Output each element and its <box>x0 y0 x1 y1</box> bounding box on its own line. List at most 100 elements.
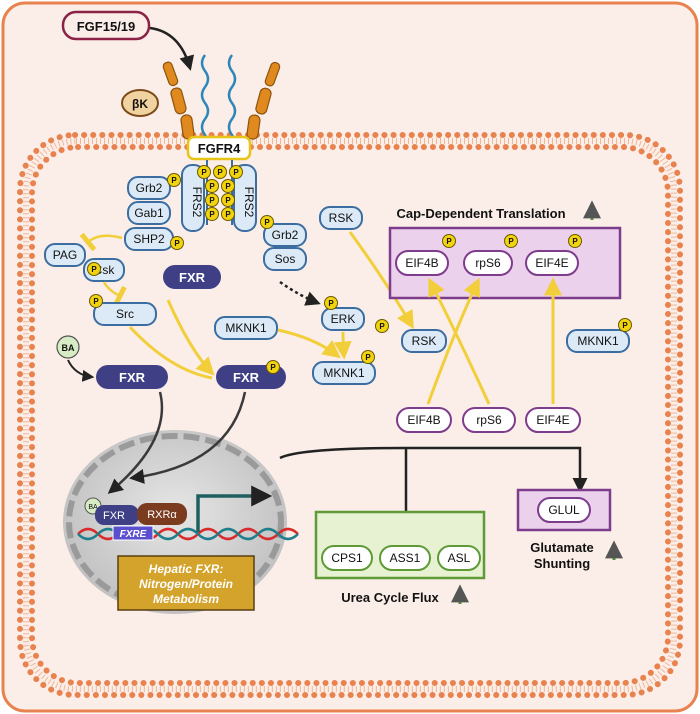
fgfr4-receptor <box>186 135 252 161</box>
hepatic-fxr-box <box>117 555 255 611</box>
svg-text:P: P <box>233 168 239 177</box>
fgfr4-right-chain <box>246 61 281 140</box>
svg-text:P: P <box>379 322 385 331</box>
ass1 <box>379 545 431 571</box>
cps1 <box>321 545 373 571</box>
svg-text:P: P <box>328 299 334 308</box>
pag <box>44 243 86 267</box>
phosphate-marker: P <box>504 234 518 248</box>
fxr-phos-nuclear-arrow <box>129 391 247 484</box>
eif4b-phosphorylated-label: EIF4B <box>405 256 438 270</box>
nuclear-bile-acid-label: BA <box>88 504 98 511</box>
phosphate-marker: P <box>260 215 274 229</box>
svg-text:P: P <box>201 168 207 177</box>
glul-label: GLUL <box>548 503 580 517</box>
shp2-label: SHP2 <box>133 232 165 246</box>
eif4e-label: EIF4E <box>536 413 569 427</box>
bile-acid <box>56 335 80 359</box>
svg-text:P: P <box>264 218 270 227</box>
eif4e-phosphorylated-label: EIF4E <box>535 256 568 270</box>
sos <box>263 247 307 271</box>
svg-text:P: P <box>93 297 99 306</box>
src-label: Src <box>116 307 134 321</box>
nuclear-fxr <box>95 505 139 525</box>
phosphate-marker: P <box>197 165 211 179</box>
svg-text:P: P <box>225 182 231 191</box>
fxre-label: FXRE <box>120 529 147 540</box>
phosphate-marker: P <box>89 294 103 308</box>
transcription-arrow <box>196 485 273 532</box>
svg-text:P: P <box>217 168 223 177</box>
svg-text:P: P <box>209 196 215 205</box>
ligand-binding-arrow <box>149 26 195 71</box>
phosphate-marker: P <box>361 350 375 364</box>
svg-text:P: P <box>270 363 276 372</box>
fxr-phosphorylation-arrow <box>166 299 215 376</box>
fgf15-19-label: FGF15/19 <box>77 19 136 34</box>
bile-acid-label: BA <box>62 343 75 353</box>
rxr-alpha-label: RXRα <box>147 509 177 521</box>
fxr-cytosolic <box>163 265 221 289</box>
grb2-right-label: Grb2 <box>272 228 299 242</box>
svg-text:P: P <box>365 353 371 362</box>
rps6-to-eif4b-arrow <box>428 277 491 405</box>
svg-text:P: P <box>174 239 180 248</box>
phosphate-marker: P <box>324 296 338 310</box>
rps6-phosphorylated-label: rpS6 <box>475 256 501 270</box>
rps6 <box>462 407 516 433</box>
plasma-membrane-outer <box>17 132 683 698</box>
grb2-left <box>127 176 171 200</box>
rsk-active <box>401 329 447 353</box>
cps1-label: CPS1 <box>331 551 363 565</box>
svg-text:P: P <box>91 265 97 274</box>
svg-text:P: P <box>508 237 514 246</box>
rsk-top <box>319 206 363 230</box>
svg-text:P: P <box>446 237 452 246</box>
nuclear-fxr-label: FXR <box>103 510 125 522</box>
svg-text:P: P <box>225 196 231 205</box>
fgfr4-left-chain <box>162 61 195 140</box>
fgf15-19-ligand <box>61 10 151 41</box>
fgfr4-label: FGFR4 <box>198 141 241 156</box>
fxr-phosphorylated-label: FXR <box>233 370 260 385</box>
frs2-left-label: FRS2 <box>190 187 204 218</box>
mknk1-right-label: MKNK1 <box>577 334 619 348</box>
phosphate-marker: P <box>375 319 389 333</box>
hepatic-fxr-line3: Metabolism <box>153 592 219 606</box>
rps6-label: rpS6 <box>476 413 502 427</box>
rxr-alpha <box>137 503 187 525</box>
src <box>93 302 157 326</box>
svg-text:P: P <box>209 182 215 191</box>
frs2-left <box>181 164 205 232</box>
grb2-right <box>263 223 307 247</box>
eif4b-label: EIF4B <box>407 413 440 427</box>
frs2-right-label: FRS2 <box>242 187 256 218</box>
sos-label: Sos <box>275 252 296 266</box>
asl-label: ASL <box>448 551 471 565</box>
phosphate-marker: P <box>87 262 101 276</box>
erk <box>321 307 365 331</box>
mknk1-left <box>214 316 278 340</box>
glutamate-line1: Glutamate <box>530 540 594 555</box>
rsk-top-label: RSK <box>329 211 354 225</box>
phosphate-marker: P <box>442 234 456 248</box>
fxr-cytosolic-label: FXR <box>179 270 206 285</box>
phosphate-marker: P <box>229 165 243 179</box>
svg-text:P: P <box>622 321 628 330</box>
pag-label: PAG <box>53 248 77 262</box>
phosphate-marker: P <box>221 179 235 193</box>
mknk1-activation-arrow <box>277 328 341 359</box>
gab1 <box>127 201 171 225</box>
svg-text:P: P <box>209 210 215 219</box>
asl <box>437 545 481 571</box>
beta-klotho <box>121 89 159 117</box>
eif4b <box>396 407 452 433</box>
erk-label: ERK <box>331 312 356 326</box>
urea-title: Urea Cycle Flux <box>341 590 439 605</box>
mknk1-active <box>312 361 376 385</box>
shp2-inhibits-pag <box>79 232 123 252</box>
phosphate-marker: P <box>167 173 181 187</box>
fgfr4-transmembrane <box>200 54 237 152</box>
